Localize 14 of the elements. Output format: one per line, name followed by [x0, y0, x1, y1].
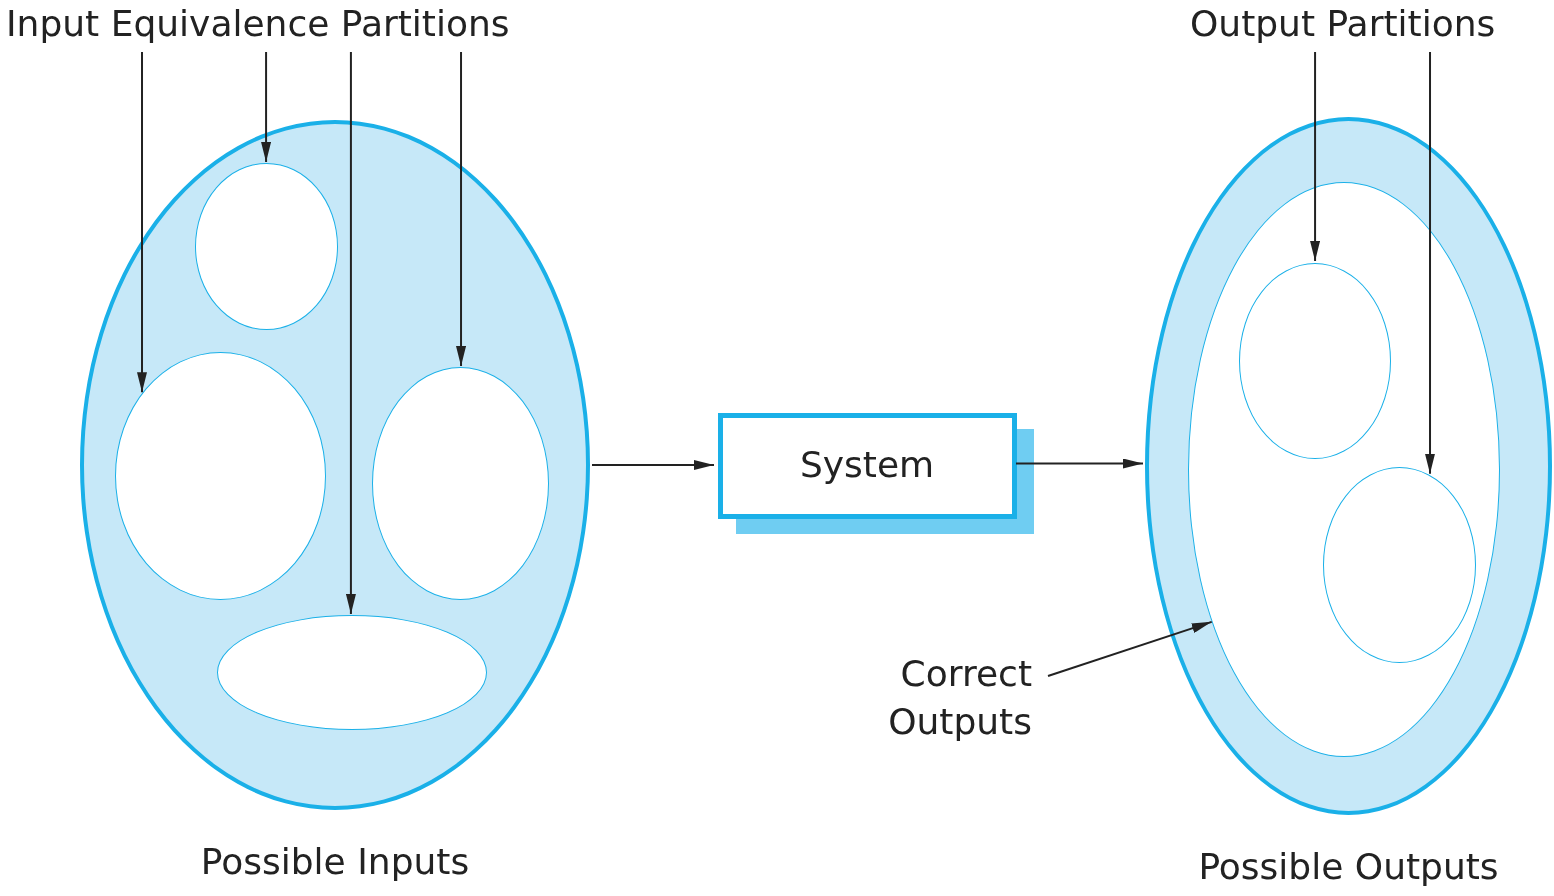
arrow: [345, 51, 356, 615]
group-label: Output Partitions: [1190, 0, 1552, 50]
arrow: [1310, 51, 1321, 262]
region-label: Possible Outputs: [1197, 845, 1500, 889]
group-label: Input Equivalence Partitions: [6, 0, 526, 50]
region-label: Possible Inputs: [199, 840, 471, 884]
arrow: [591, 460, 715, 470]
callout-label: Correct Outputs: [850, 650, 1032, 750]
arrow: [456, 51, 467, 367]
arrow: [261, 51, 272, 163]
leader-line: [1047, 620, 1213, 677]
arrow: [1425, 51, 1435, 475]
arrow: [137, 51, 147, 394]
arrow: [1015, 458, 1144, 469]
